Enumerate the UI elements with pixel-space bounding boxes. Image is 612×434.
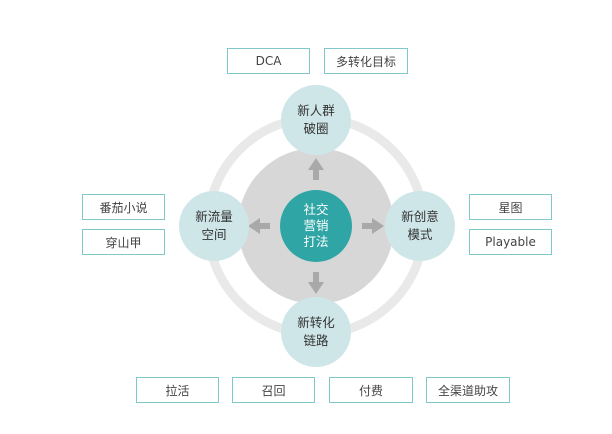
center-line-2: 营销	[303, 218, 329, 233]
node-right: 新创意 模式	[385, 191, 455, 261]
node-bottom-line-1: 新转化	[297, 315, 335, 330]
box-payment[interactable]: 付费	[329, 377, 413, 403]
box-omnichannel-assist[interactable]: 全渠道助攻	[426, 377, 510, 403]
box-playable[interactable]: Playable	[469, 229, 552, 255]
box-pangle[interactable]: 穿山甲	[82, 229, 165, 255]
node-top: 新人群 破圈	[281, 85, 351, 155]
box-dca[interactable]: DCA	[227, 48, 310, 74]
node-left: 新流量 空间	[179, 191, 249, 261]
node-left-line-1: 新流量	[195, 209, 233, 224]
center-node: 社交 营销 打法	[280, 190, 352, 262]
box-fanqie-novel[interactable]: 番茄小说	[82, 194, 165, 220]
box-reactivation[interactable]: 拉活	[136, 377, 219, 403]
arrow-down-icon	[308, 272, 324, 294]
center-line-1: 社交	[303, 202, 329, 217]
arrow-right-icon	[362, 218, 384, 234]
node-top-line-2: 破圈	[303, 121, 329, 136]
arrow-up-icon	[308, 158, 324, 180]
box-xingtu[interactable]: 星图	[469, 194, 552, 220]
node-top-line-1: 新人群	[297, 103, 335, 118]
arrow-left-icon	[248, 218, 270, 234]
box-multi-conversion-goal[interactable]: 多转化目标	[324, 48, 408, 74]
box-recall[interactable]: 召回	[232, 377, 315, 403]
node-right-line-2: 模式	[407, 227, 433, 242]
node-left-line-2: 空间	[201, 227, 227, 242]
center-line-3: 打法	[303, 234, 329, 249]
node-bottom: 新转化 链路	[281, 297, 351, 367]
node-right-line-1: 新创意	[401, 209, 439, 224]
node-bottom-line-2: 链路	[303, 333, 329, 348]
